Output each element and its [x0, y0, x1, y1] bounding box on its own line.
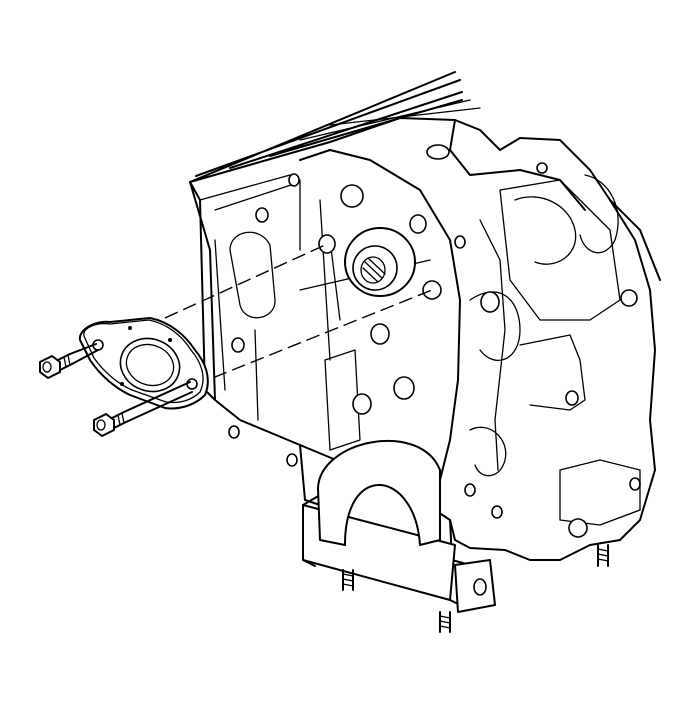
bolt-lower	[93, 381, 193, 437]
main-bearing-cap	[302, 439, 609, 633]
seal-retainer-plate	[78, 317, 209, 410]
crankshaft-bore	[344, 227, 416, 297]
alignment-lines	[164, 244, 433, 386]
block-bolt-holes	[228, 144, 641, 538]
block-top-deck	[189, 71, 481, 183]
bolt-upper	[39, 343, 99, 379]
